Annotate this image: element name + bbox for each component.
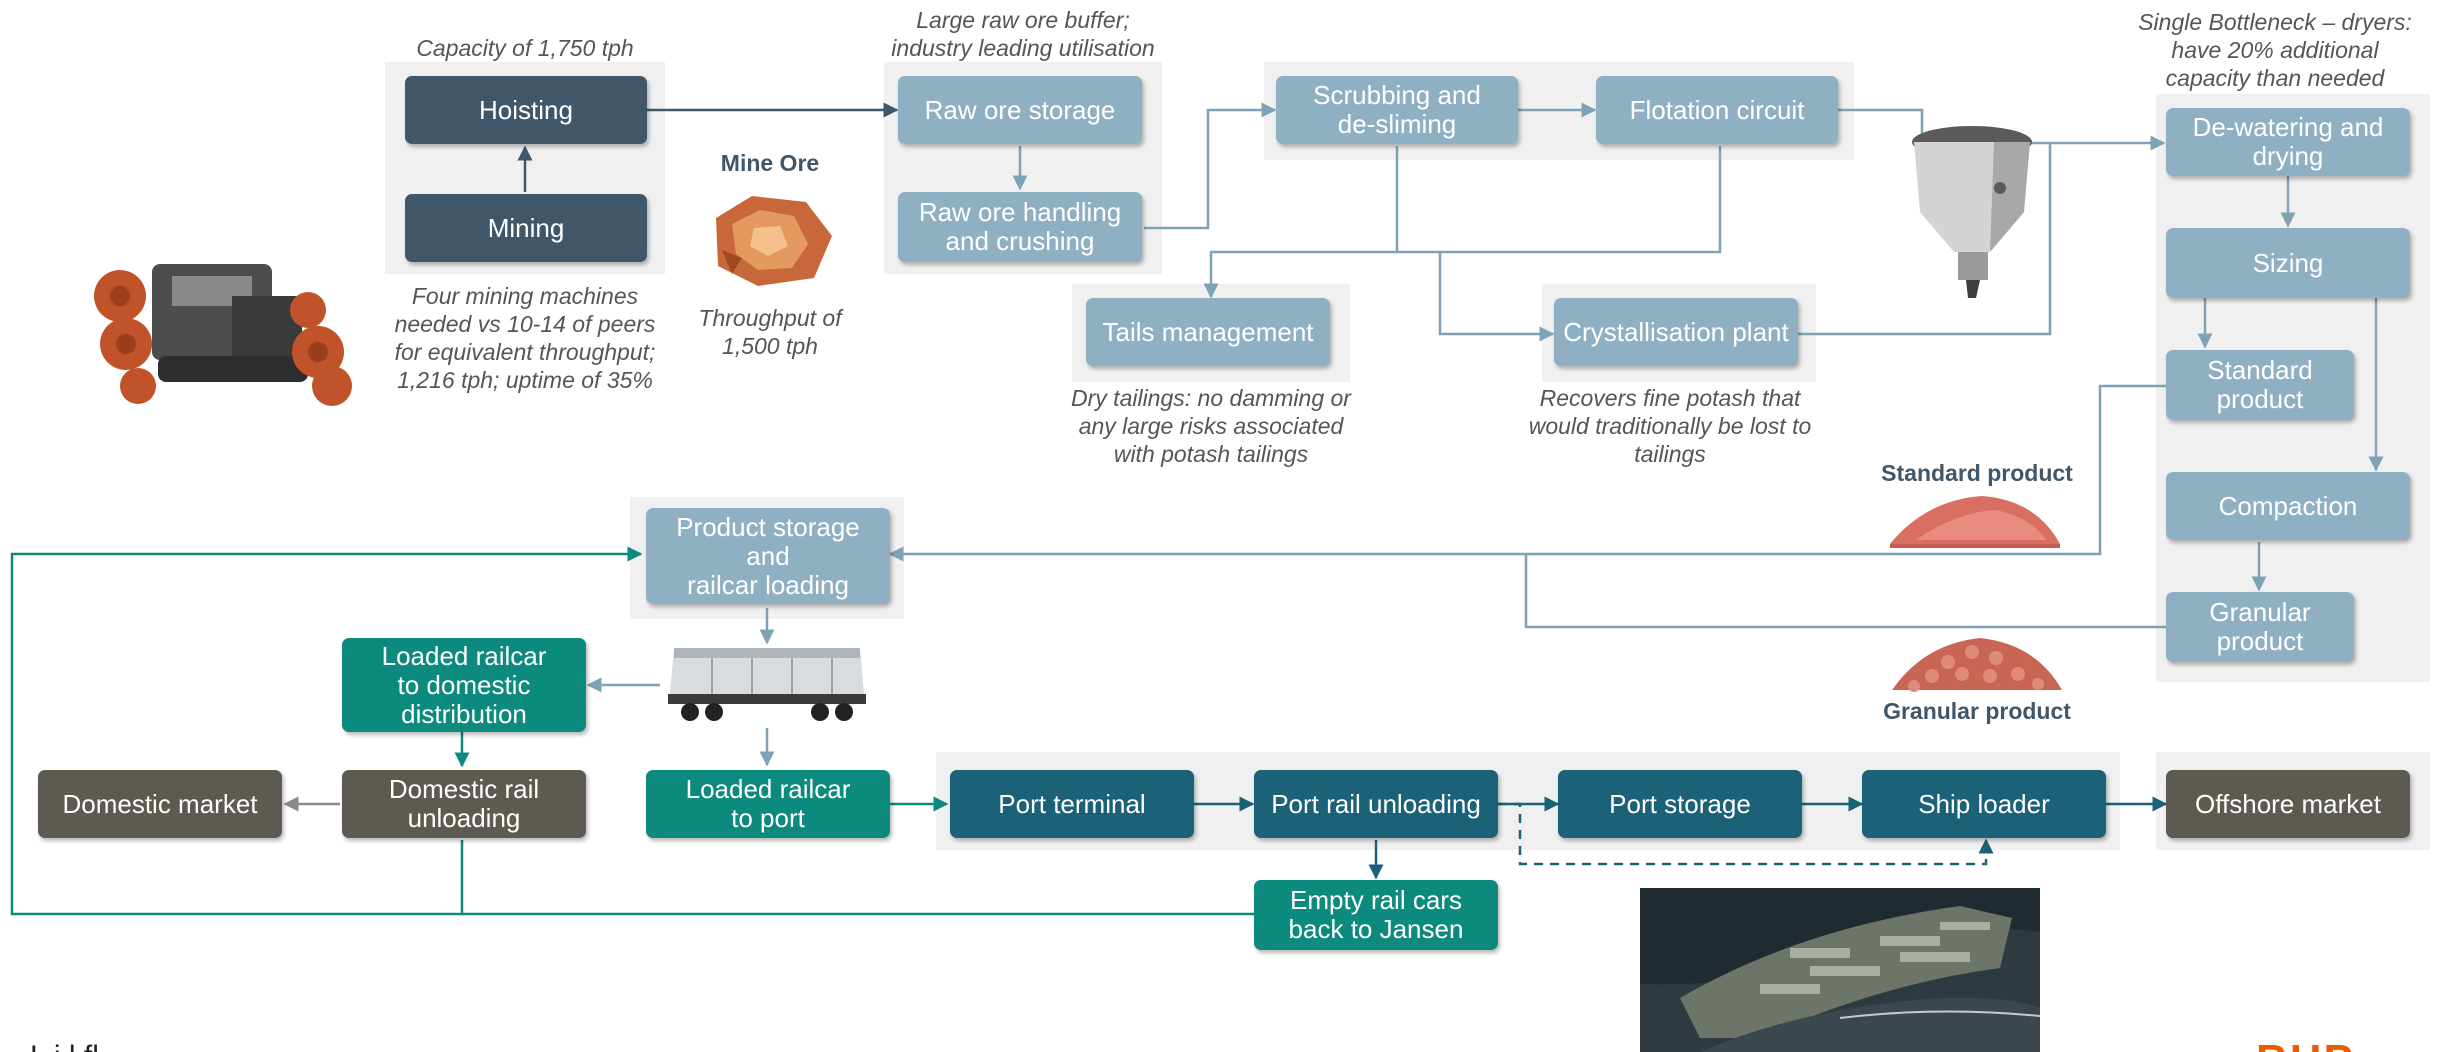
- node-raw-ore-handling[interactable]: Raw ore handling and crushing: [898, 192, 1142, 262]
- node-domestic-market[interactable]: Domestic market: [38, 770, 282, 838]
- node-loaded-railcar-domestic[interactable]: Loaded railcar to domestic distribution: [342, 638, 586, 732]
- node-loaded-railcar-port[interactable]: Loaded railcar to port: [646, 770, 890, 838]
- flotation-cell-icon: [1912, 126, 2032, 298]
- potash-ore-icon: [716, 196, 832, 286]
- node-ship-loader[interactable]: Ship loader: [1862, 770, 2106, 838]
- node-compaction[interactable]: Compaction: [2166, 472, 2410, 540]
- note-bottleneck: Single Bottleneck – dryers: have 20% add…: [2138, 9, 2412, 91]
- note-throughput: Throughput of 1,500 tph: [698, 305, 842, 359]
- node-crystallisation[interactable]: Crystallisation plant: [1554, 298, 1798, 366]
- node-sizing[interactable]: Sizing: [2166, 228, 2410, 298]
- node-offshore-market[interactable]: Offshore market: [2166, 770, 2410, 838]
- node-hoisting[interactable]: Hoisting: [405, 76, 647, 144]
- link-to-crystallisation: [1438, 252, 1555, 342]
- hopper-railcar-icon: [668, 648, 866, 721]
- label-mine-ore: Mine Ore: [720, 150, 820, 176]
- standard-product-pile-icon: [1890, 496, 2060, 548]
- port-aerial-photo-icon: [1640, 888, 2040, 1052]
- note-capacity: Capacity of 1,750 tph: [416, 35, 634, 61]
- link-to-tails: [1395, 146, 1722, 254]
- node-empty-rail-cars[interactable]: Empty rail cars back to Jansen: [1254, 880, 1498, 950]
- node-port-terminal[interactable]: Port terminal: [950, 770, 1194, 838]
- node-dewatering[interactable]: De-watering and drying: [2166, 108, 2410, 176]
- node-tails-management[interactable]: Tails management: [1086, 298, 1330, 366]
- node-flotation[interactable]: Flotation circuit: [1596, 76, 1838, 144]
- mining-machine-icon: [94, 264, 352, 406]
- link-handling-scrubbing: [1144, 102, 1277, 230]
- brand-logo: BHP: [2256, 1036, 2355, 1052]
- note-raw-buffer: Large raw ore buffer; industry leading u…: [891, 7, 1155, 61]
- label-granular-product: Granular product: [1883, 698, 2071, 724]
- node-product-storage[interactable]: Product storage and railcar loading: [646, 508, 890, 604]
- link-granular-storage: [1524, 554, 2166, 629]
- note-mining-machines: Four mining machines needed vs 10-14 of …: [394, 283, 656, 393]
- node-domestic-rail-unloading[interactable]: Domestic rail unloading: [342, 770, 586, 838]
- node-port-storage[interactable]: Port storage: [1558, 770, 1802, 838]
- note-dry-tailings: Dry tailings: no damming or any large ri…: [1071, 385, 1351, 467]
- node-granular-product[interactable]: Granular product: [2166, 592, 2354, 662]
- node-mining[interactable]: Mining: [405, 194, 647, 262]
- node-standard-product[interactable]: Standard product: [2166, 350, 2354, 420]
- label-standard-product: Standard product: [1881, 460, 2073, 486]
- node-port-rail-unloading[interactable]: Port rail unloading: [1254, 770, 1498, 838]
- node-raw-ore-storage[interactable]: Raw ore storage: [898, 76, 1142, 144]
- note-recovers: Recovers fine potash that would traditio…: [1528, 385, 1812, 467]
- footer-caption: L i l fl: [30, 1040, 99, 1052]
- granular-product-pile-icon: [1892, 638, 2062, 692]
- node-scrubbing[interactable]: Scrubbing and de-sliming: [1276, 76, 1518, 144]
